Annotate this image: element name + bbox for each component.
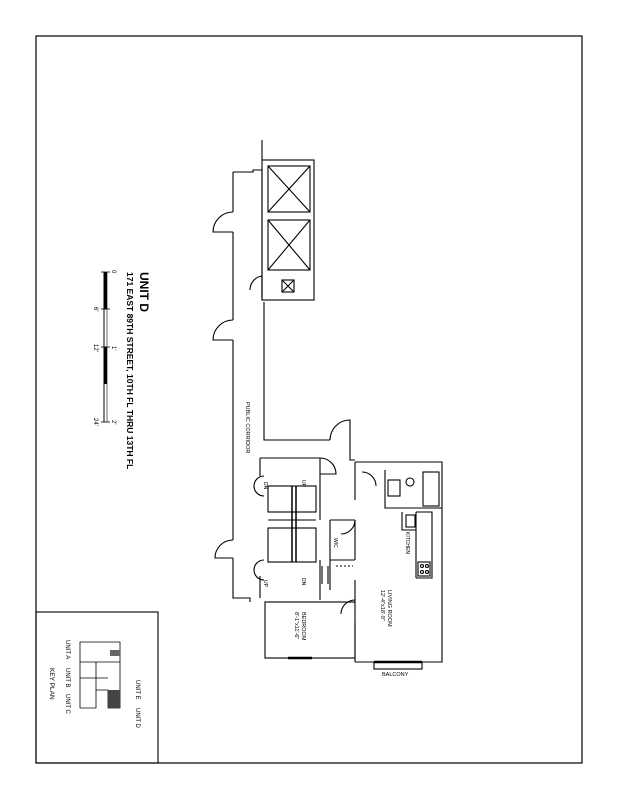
kitchen-counter	[401, 511, 433, 579]
scale-tick-label: 2'	[110, 420, 116, 424]
corridor-door	[212, 211, 234, 233]
key-plan-title: KEY PLAN	[48, 668, 55, 700]
stair-up-label: UP	[262, 580, 268, 588]
key-plan-unit-d-hatch	[108, 690, 120, 708]
bedroom-label: BEDROOM	[300, 612, 306, 641]
living-room-label: LIVING ROOM	[386, 590, 392, 627]
elevator-1	[267, 165, 311, 213]
corridor-wall-left	[232, 169, 263, 602]
living-room-dims: 12'-4"x18'-9"	[379, 590, 385, 621]
title-block: UNIT D 171 EAST 89TH STREET, 10TH FL THR…	[125, 272, 151, 469]
unit-title: UNIT D	[137, 272, 151, 312]
key-plan-unit-e: UNIT E	[134, 680, 140, 700]
sheet-border	[35, 35, 583, 764]
room-labels: PUBLIC CORRIDOR BEDROOM 8'-1"x11'-6" LIV…	[244, 402, 410, 678]
stairwell-walls	[259, 457, 321, 600]
elevator-2	[267, 219, 311, 271]
scale-tick-label: 12'	[92, 344, 98, 352]
address-title: 171 EAST 89TH STREET, 10TH FL THRU 13TH …	[125, 272, 135, 469]
stair-dn-label: DN	[300, 578, 306, 586]
stair-up-label: UP	[300, 480, 306, 488]
corridor-wall-right	[263, 302, 355, 461]
key-plan-unit-a: UNIT A	[64, 640, 70, 659]
wic-label: WIC	[332, 538, 338, 548]
scale-tick-label: 0	[110, 270, 116, 274]
key-plan-unit-c: UNIT C	[64, 694, 70, 715]
scale-bar: 0 6' 1' 12' 2' 24'	[92, 270, 116, 426]
key-plan: UNIT E UNIT D UNIT A UNIT B UNIT C KEY P…	[35, 611, 159, 764]
corridor-door	[214, 539, 234, 559]
shaft	[281, 279, 295, 293]
wic-walls	[329, 519, 355, 590]
scale-tick-label: 1'	[110, 346, 116, 350]
bathtub	[422, 471, 440, 507]
scale-tick-label: 6'	[92, 307, 98, 311]
building-plan	[212, 140, 443, 670]
corridor-door	[212, 319, 234, 341]
unit-entry-door	[329, 419, 351, 441]
key-plan-border	[35, 611, 159, 764]
kitchen-label: KITCHEN	[404, 532, 410, 554]
bath-fixture	[387, 479, 401, 497]
sink	[405, 514, 416, 528]
key-plan-balcony	[110, 650, 120, 656]
stair-dn-label: DN	[262, 482, 268, 490]
key-plan-unit-d: UNIT D	[134, 708, 140, 729]
public-corridor-label: PUBLIC CORRIDOR	[244, 402, 250, 453]
bathroom-walls	[384, 470, 442, 509]
unit-outline	[354, 461, 443, 663]
elevator-core	[261, 159, 315, 301]
stove	[417, 561, 431, 577]
bedroom-dims: 8'-1"x11'-6"	[293, 612, 299, 639]
toilet	[405, 477, 415, 487]
scale-tick-label: 24'	[92, 418, 98, 426]
balcony-label: BALCONY	[382, 672, 409, 678]
key-plan-unit-b: UNIT B	[64, 668, 70, 688]
